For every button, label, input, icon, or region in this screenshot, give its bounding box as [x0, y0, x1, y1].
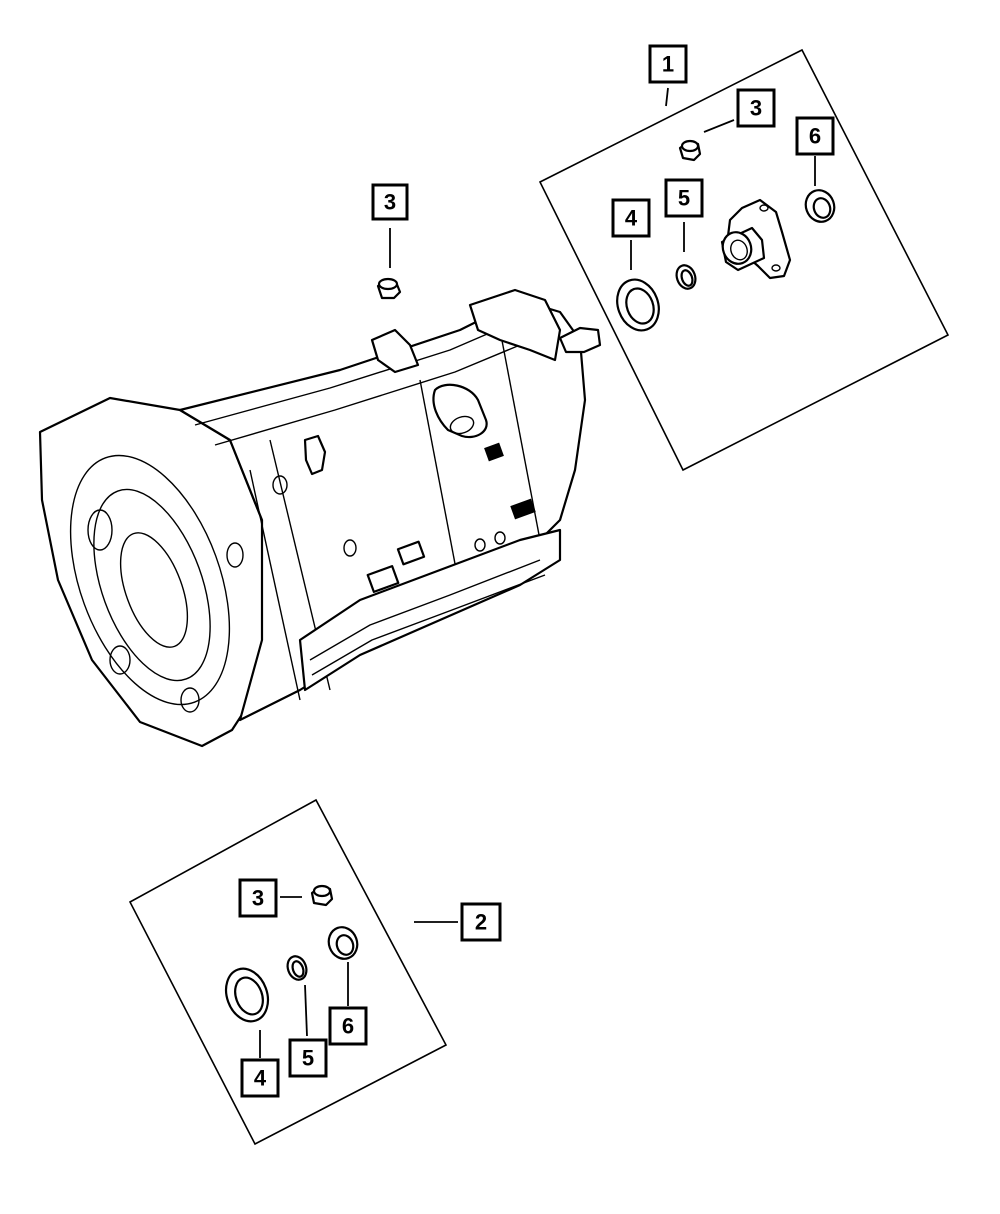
callout-plug-kit-1: 3 [736, 88, 776, 128]
svg-text:1: 1 [662, 52, 674, 77]
plug-kit-1-part [678, 139, 702, 162]
svg-text:3: 3 [252, 886, 264, 911]
callout-kit-1: 1 [648, 44, 688, 84]
svg-text:5: 5 [678, 186, 690, 211]
plug-kit-2-part [310, 884, 334, 907]
svg-text:3: 3 [750, 96, 762, 121]
callout-seal-kit-1: 4 [611, 198, 651, 238]
leader-kit-1 [665, 87, 669, 107]
oring-kit-2-part [286, 955, 308, 981]
callout-plug-kit-2: 3 [238, 878, 278, 918]
kit-1-frame [538, 48, 950, 472]
callout-bushing-kit-2: 6 [328, 1006, 368, 1046]
leader-oring-kit-2 [304, 984, 308, 1037]
callout-plug-main: 3 [371, 183, 409, 221]
leader-plug-kit-1 [703, 119, 735, 133]
svg-text:3: 3 [384, 190, 396, 215]
seal-kit-1-part [616, 278, 660, 332]
drain-plug-part [376, 277, 402, 300]
svg-text:2: 2 [475, 910, 487, 935]
kit-2-frame [128, 798, 448, 1146]
svg-text:6: 6 [342, 1014, 354, 1039]
oring-kit-1-part [675, 264, 697, 290]
svg-text:4: 4 [625, 206, 638, 231]
callout-seal-kit-2: 4 [240, 1058, 280, 1098]
svg-text:4: 4 [254, 1066, 267, 1091]
callout-kit-2: 2 [460, 902, 502, 942]
bushing-kit-1-part [804, 189, 836, 223]
svg-text:6: 6 [809, 124, 821, 149]
bushing-kit-2-part [327, 926, 359, 960]
callout-oring-kit-2: 5 [288, 1038, 328, 1078]
seal-kit-2-part [224, 967, 270, 1023]
output-flange-part [720, 198, 792, 280]
callout-bushing-kit-1: 6 [795, 116, 835, 156]
svg-text:5: 5 [302, 1046, 314, 1071]
callout-oring-kit-1: 5 [664, 178, 704, 218]
transmission-assembly [38, 288, 602, 748]
